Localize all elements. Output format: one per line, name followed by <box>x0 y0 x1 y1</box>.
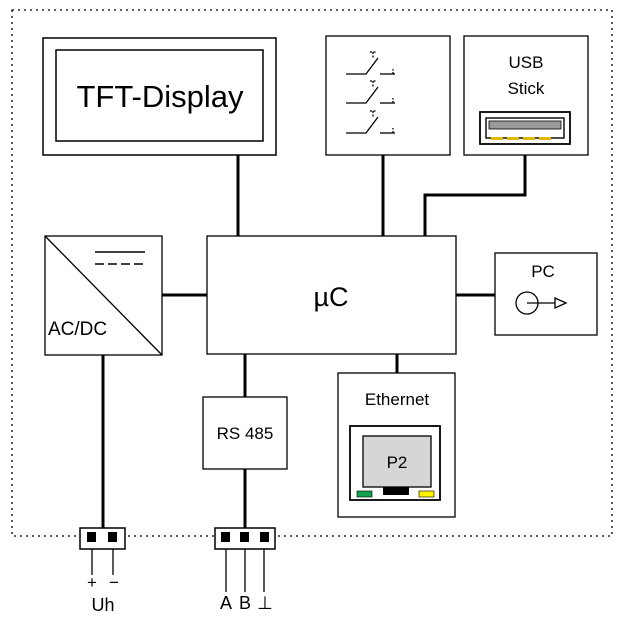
rs485-pin-b-label: B <box>239 593 251 613</box>
usb-contact <box>491 137 503 140</box>
ethernet-port-icon <box>349 425 441 501</box>
usb-label-line2: Stick <box>508 79 545 98</box>
terminal-pin <box>108 532 117 542</box>
terminal-pin <box>221 532 230 542</box>
push-buttons <box>325 35 451 156</box>
switch-icon <box>346 110 395 134</box>
rs485-pin-ground-label: ⊥ <box>257 593 273 613</box>
usb-contact <box>507 137 519 140</box>
led-yellow <box>418 490 435 498</box>
ethernet-label: Ethernet <box>365 390 430 409</box>
switch-icon <box>346 51 395 75</box>
power-minus-label: − <box>109 573 119 592</box>
ethernet-module: Ethernet P2 <box>337 372 456 518</box>
usb-contact <box>523 137 535 140</box>
pc: PC <box>494 252 598 336</box>
usb-stick: USB Stick <box>463 35 589 156</box>
led-green <box>356 490 373 498</box>
rs485-pin-a-label: A <box>220 593 232 613</box>
acdc-label: AC/DC <box>48 319 107 340</box>
power-terminal: + − Uh <box>79 527 126 615</box>
usb-port-icon <box>479 111 571 145</box>
acdc-converter: AC/DC <box>44 235 163 356</box>
terminal-pin <box>260 532 269 542</box>
usb-label-line1: USB <box>509 53 544 72</box>
ethernet-port-label: P2 <box>387 453 408 472</box>
display-label: TFT-Display <box>76 79 244 114</box>
dc-symbol-icon <box>95 251 145 265</box>
rs485-module: RS 485 <box>202 396 288 470</box>
microcontroller: µC <box>206 235 457 355</box>
wire-usb-mcu <box>423 155 527 236</box>
power-plus-label: + <box>87 573 97 592</box>
terminal-pin <box>87 532 96 542</box>
power-label: Uh <box>91 595 114 615</box>
usb-contact <box>539 137 551 140</box>
rs485-terminal: A B ⊥ <box>214 527 276 613</box>
connection-wires <box>101 155 527 528</box>
rs485-label: RS 485 <box>217 424 274 443</box>
mcu-label: µC <box>313 282 348 312</box>
pc-connector-icon <box>515 291 568 315</box>
switch-icon <box>346 80 395 104</box>
pc-label: PC <box>531 262 555 281</box>
tft-display: TFT-Display <box>42 37 277 156</box>
terminal-pin <box>240 532 249 542</box>
